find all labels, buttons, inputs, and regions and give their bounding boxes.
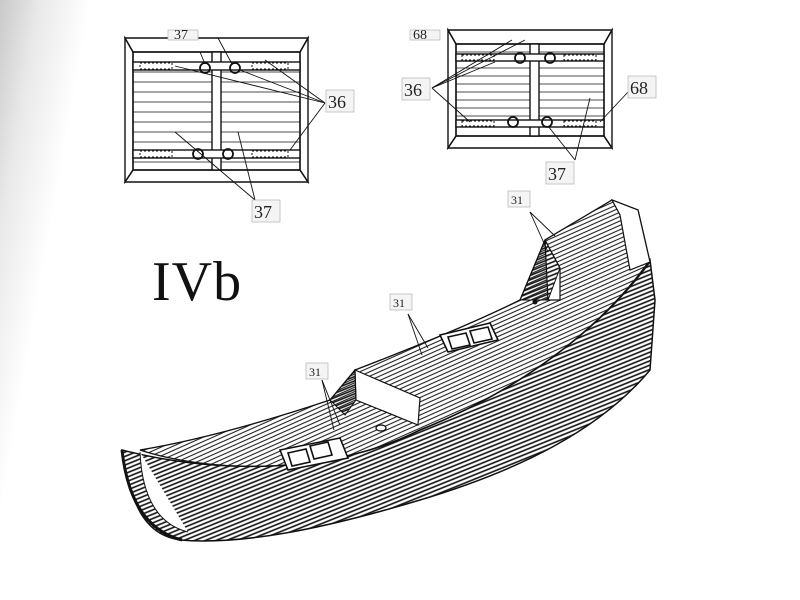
callout-left-36: 36	[328, 92, 346, 112]
step-title: IVb	[152, 251, 243, 313]
hatch-stern	[278, 437, 350, 471]
hatch-mid	[438, 322, 500, 353]
callout-hull-stern: 31	[511, 193, 523, 207]
callout-right-68: 68	[630, 78, 648, 98]
left-deck-panel	[123, 35, 326, 201]
callout-left-37: 37	[254, 202, 272, 222]
callout-hull-fore: 31	[309, 365, 321, 379]
right-deck-panel	[431, 27, 629, 161]
ship-hull	[120, 198, 656, 542]
callout-right-68-top: 68	[413, 28, 427, 43]
callout-right-37: 37	[548, 164, 566, 184]
callout-labels: 37 36 37 68 36 68 37 31 31 31	[167, 28, 657, 380]
callout-right-36: 36	[404, 80, 422, 100]
callout-left-partial: 37	[174, 28, 188, 43]
callout-hull-mid: 31	[393, 296, 405, 310]
